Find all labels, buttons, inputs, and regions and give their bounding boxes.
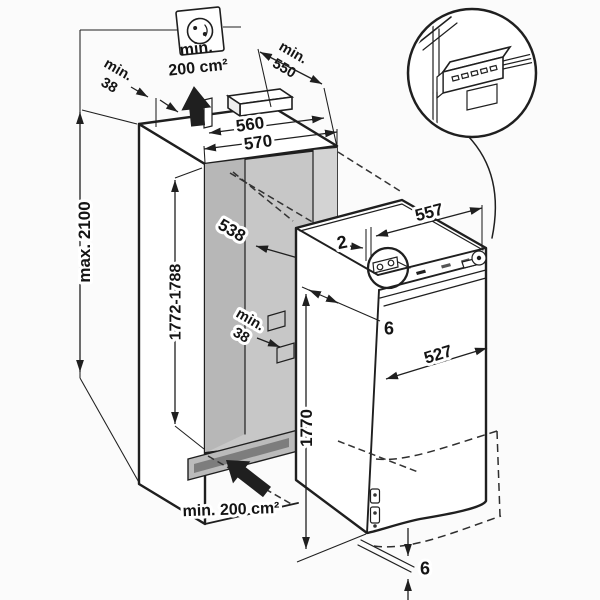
- detail-leader-line: [467, 135, 497, 239]
- dimension-upper-side-gap: 6: [301, 286, 397, 341]
- niche-bottom-edge: [138, 483, 299, 525]
- upper-left-hinge: [372, 256, 411, 274]
- mains-connector-detail: [416, 16, 533, 131]
- niche-height-label: 1772-1788: [168, 264, 185, 341]
- bottom-vent-arrow-icon: [226, 460, 271, 498]
- niche-rear-duct-panel: [225, 88, 295, 118]
- magnified-detail-circle: [406, 7, 538, 139]
- rear-spacer-block: [276, 342, 295, 364]
- bottom-door-gap-label: 6: [420, 558, 430, 578]
- niche-outer-width-label: 570: [243, 131, 274, 154]
- dimension-bottom-door-gap: 6: [296, 528, 433, 600]
- dimension-niche-max-height: max. 2100: [72, 30, 142, 487]
- dimension-appliance-height: 1770: [294, 294, 319, 549]
- top-vent-label-1: min.: [179, 39, 213, 59]
- insertion-guide-front: [337, 440, 419, 473]
- appliance-side-top-edge: [295, 227, 379, 276]
- door-left-edge: [366, 289, 380, 534]
- bottom-vent-label: min. 200 cm²: [182, 500, 279, 520]
- top-vent-label-2: 200 cm²: [168, 56, 229, 79]
- top-vent-arrow-icon: [181, 86, 212, 127]
- appliance-body: [294, 198, 488, 535]
- power-socket-icon: [175, 6, 225, 56]
- rear-spacer-block: [267, 310, 286, 332]
- decor-panel-outline: [373, 430, 502, 548]
- dimension-niche-height: 1772-1788: [165, 167, 205, 450]
- appliance-top-front-edge: [377, 247, 487, 276]
- appliance-height-label: 1770: [297, 409, 316, 447]
- upper-right-hinge: [461, 250, 487, 269]
- top-rear-gap-label-2: 38: [98, 75, 120, 97]
- niche-max-height-label: max. 2100: [75, 201, 94, 282]
- lower-door-hinges: [369, 488, 381, 528]
- dimension-top-rear-gap: min. 38: [98, 56, 179, 113]
- vent-slot: [194, 438, 289, 473]
- damper-highlight-circle: [366, 246, 410, 290]
- label-top-vent-area: min. 200 cm²: [168, 39, 229, 80]
- appliance: [294, 198, 502, 548]
- upper-side-gap-label: 6: [384, 318, 394, 338]
